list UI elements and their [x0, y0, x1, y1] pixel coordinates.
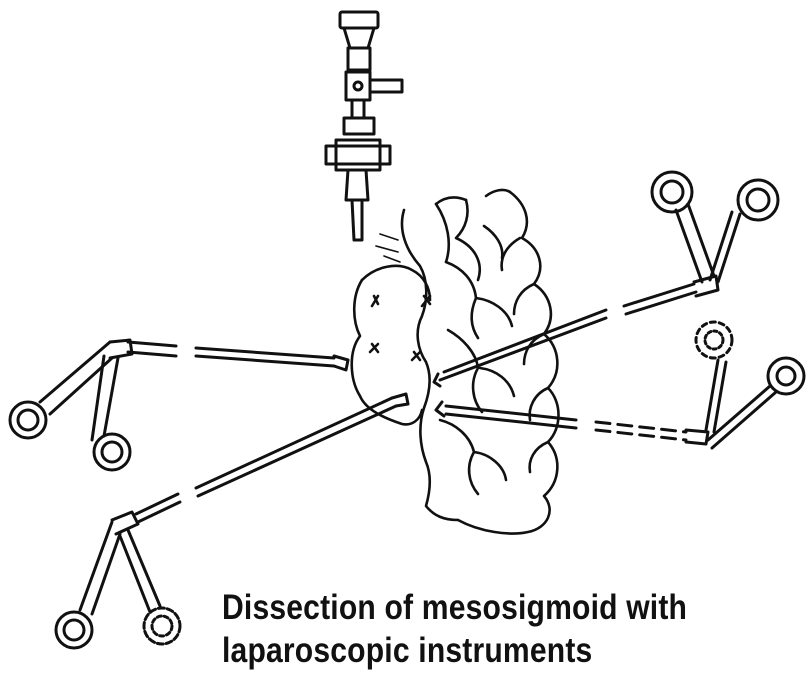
colon-illustration — [352, 190, 559, 534]
caption-line-2: laparoscopic instruments — [222, 629, 721, 672]
laparoscope-icon — [326, 12, 402, 240]
grasper-instrument-icon — [436, 322, 804, 448]
figure-caption: Dissection of mesosigmoid with laparosco… — [222, 586, 721, 672]
caption-line-1: Dissection of mesosigmoid with — [222, 586, 721, 629]
